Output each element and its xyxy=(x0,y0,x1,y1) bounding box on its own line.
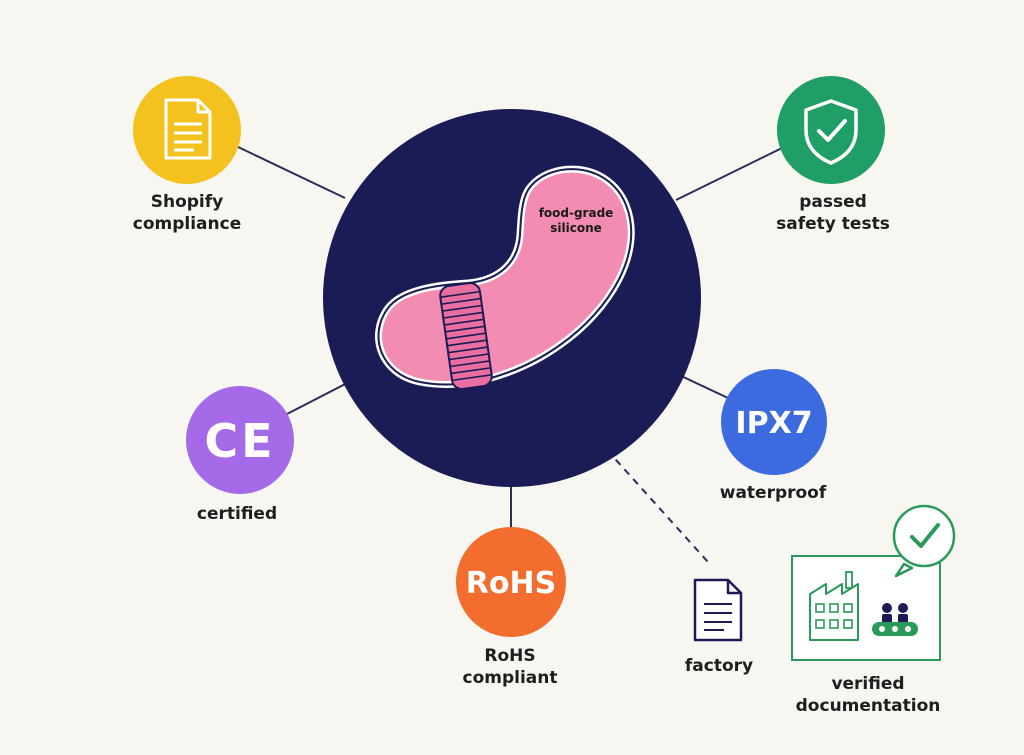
factory-label-line1: factory xyxy=(684,656,754,676)
verified-box xyxy=(791,504,956,661)
ipx7-node: IPX7 xyxy=(721,369,827,475)
safety-label: passed safety tests xyxy=(776,191,890,235)
rohs-label: RoHS compliant xyxy=(463,645,558,689)
ce-badge-text: CE xyxy=(204,414,275,468)
shopify-label: Shopify compliance xyxy=(133,191,241,235)
connector-factory-dashed xyxy=(606,449,709,563)
shopify-label-line2: compliance xyxy=(132,214,242,234)
checkmark-bubble-icon xyxy=(892,504,956,578)
document-icon xyxy=(164,98,212,160)
verified-label-line1: verified xyxy=(831,674,905,694)
shield-check-icon xyxy=(804,99,858,165)
center-label: food-grade silicone xyxy=(539,206,614,236)
connector-ce xyxy=(286,379,354,415)
ce-label-line1: certified xyxy=(196,504,278,524)
safety-node xyxy=(777,76,885,184)
ipx7-label: waterproof xyxy=(720,482,827,504)
rohs-badge-text: RoHS xyxy=(466,566,556,601)
safety-label-line2: safety tests xyxy=(776,214,890,234)
verified-label-line2: documentation xyxy=(795,696,941,716)
conveyor-icon xyxy=(872,603,918,636)
ribbed-band xyxy=(439,282,493,390)
shopify-label-line1: Shopify xyxy=(150,192,224,212)
connector-safety xyxy=(675,147,783,201)
shopify-node xyxy=(133,76,241,184)
rohs-label-line2: compliant xyxy=(462,668,558,688)
product-shape xyxy=(375,165,635,390)
safety-label-line1: passed xyxy=(799,192,867,212)
factory-icon xyxy=(809,571,859,641)
factory-document-icon xyxy=(693,578,743,642)
connector-shopify xyxy=(235,145,346,199)
verified-label: verified documentation xyxy=(796,673,941,717)
center-label-line1: food-grade xyxy=(538,206,614,220)
connector-ipx7 xyxy=(676,373,729,399)
ipx7-badge-text: IPX7 xyxy=(735,406,812,441)
center-label-line2: silicone xyxy=(550,221,602,235)
ipx7-label-line1: waterproof xyxy=(719,483,827,503)
ce-label: certified xyxy=(197,503,277,525)
factory-label: factory xyxy=(685,655,753,677)
rohs-node: RoHS xyxy=(456,527,566,637)
ce-node: CE xyxy=(186,386,294,494)
rohs-label-line1: RoHS xyxy=(484,646,536,666)
